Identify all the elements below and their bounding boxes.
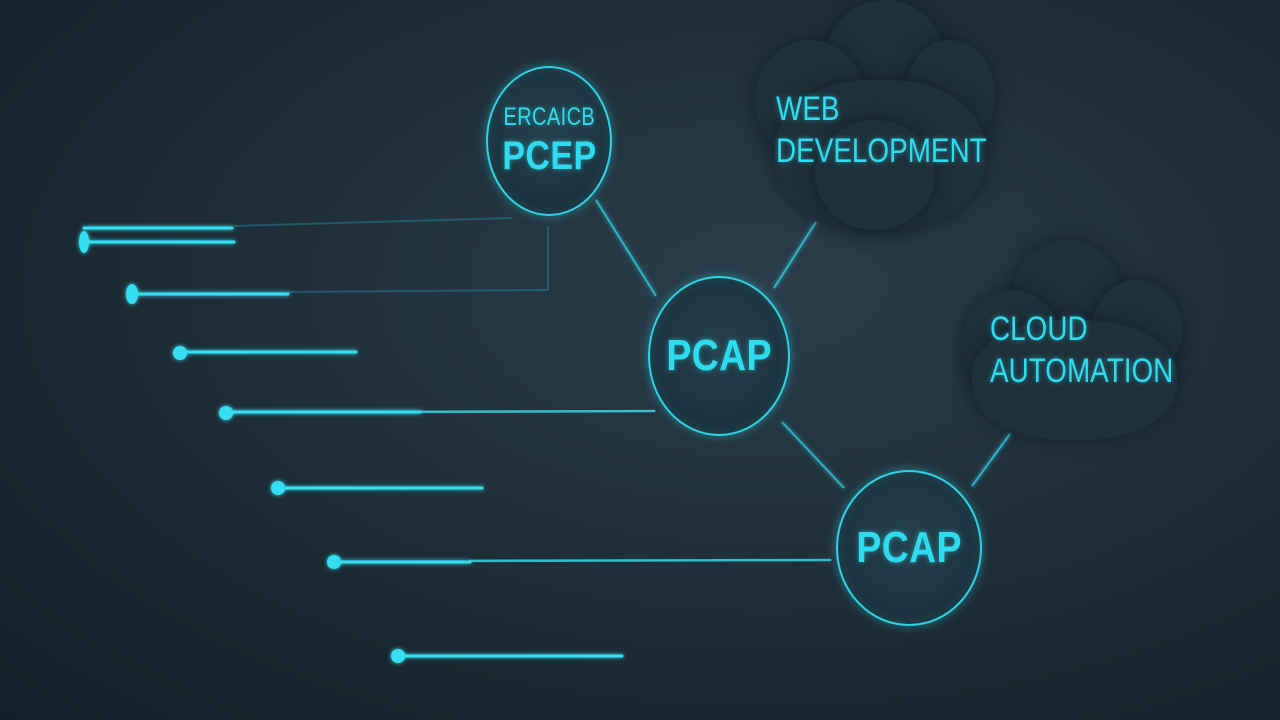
link-pcap-pcap: [781, 421, 845, 489]
web-development-label: WEB DEVELOPMENT: [776, 88, 987, 172]
signal-dot-2: [126, 284, 138, 304]
pcap-node-center-label: PCAP: [666, 331, 772, 380]
pcep-node-label: PCEP: [501, 134, 597, 178]
signal-dot-1: [79, 231, 89, 253]
signal-line-4-tail: [418, 409, 656, 414]
cloud-automation-line-2: AUTOMATION: [990, 352, 1174, 390]
signal-dot-6: [327, 555, 341, 569]
link-pcap-cloud: [971, 433, 1011, 487]
signal-dot-4: [219, 406, 233, 420]
web-development-line-1: WEB: [776, 90, 840, 128]
extension-line-2: [287, 289, 549, 293]
pcep-node: ERCAICB PCEP: [486, 66, 612, 216]
signal-line-6-tail: [468, 558, 832, 563]
cloud-automation-label: CLOUD AUTOMATION: [990, 308, 1173, 392]
pcap-node-lower-label: PCAP: [856, 523, 962, 572]
signal-dot-7: [391, 649, 405, 663]
link-pcap-web: [773, 221, 817, 289]
pcep-node-caption: ERCAICB: [503, 103, 595, 131]
cloud-automation-cloud: [962, 240, 1184, 445]
pcap-node-center: PCAP: [648, 276, 790, 436]
web-development-cloud: [755, 0, 995, 235]
web-development-line-2: DEVELOPMENT: [776, 132, 987, 170]
signal-dot-3: [173, 346, 187, 360]
pcap-node-lower: PCAP: [836, 470, 982, 626]
signal-dot-5: [271, 481, 285, 495]
link-pcep-pcap: [595, 199, 657, 297]
cloud-automation-line-1: CLOUD: [990, 310, 1088, 348]
extension-line-1: [233, 217, 513, 227]
